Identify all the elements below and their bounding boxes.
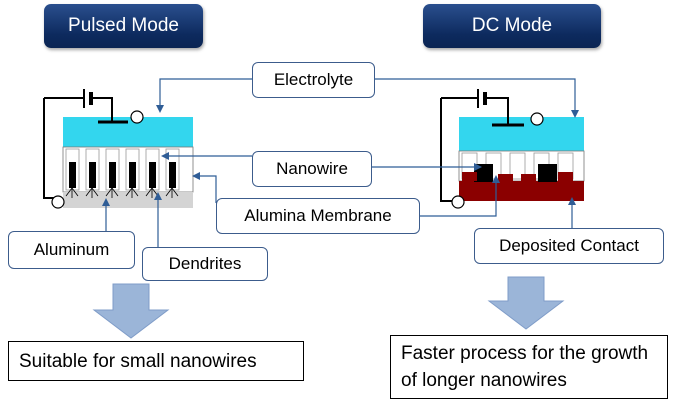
- dc-cell: [440, 89, 585, 209]
- label-nanowire: Nanowire: [252, 151, 372, 187]
- pulsed-electrode-bottom: [51, 195, 65, 209]
- label-aluminum: Aluminum: [8, 231, 135, 269]
- dc-mode-title: DC Mode: [423, 4, 601, 48]
- label-electrolyte: Electrolyte: [252, 62, 375, 98]
- dc-electrode-top: [530, 112, 544, 126]
- dc-contact: [459, 181, 584, 201]
- dc-electrolyte: [459, 117, 584, 151]
- dc-result-box: Faster process for the growth of longer …: [390, 335, 668, 399]
- arrow-electrolyte-left: [156, 78, 252, 113]
- pulsed-result-text: Suitable for small nanowires: [19, 351, 257, 372]
- pulsed-circuit: [43, 89, 128, 199]
- pulsed-down-arrow: [92, 283, 170, 339]
- dc-electrode-bottom: [451, 195, 465, 209]
- pulsed-mode-title: Pulsed Mode: [44, 4, 203, 48]
- pulsed-aluminum: [63, 192, 193, 208]
- label-deposited-contact: Deposited Contact: [474, 228, 664, 264]
- dc-result-line2: of longer nanowires: [401, 370, 567, 391]
- label-alumina-membrane: Alumina Membrane: [216, 198, 420, 234]
- pulsed-electrode-top: [130, 110, 144, 124]
- dc-contact-bumps: [462, 172, 573, 181]
- dc-circuit: [440, 89, 524, 202]
- arrow-alumina-right: [420, 175, 500, 217]
- pulsed-result-box: Suitable for small nanowires: [8, 341, 304, 381]
- label-dendrites: Dendrites: [142, 247, 268, 281]
- pulsed-cell: [43, 89, 194, 209]
- dc-down-arrow: [487, 276, 565, 330]
- arrow-electrolyte-right: [375, 78, 579, 118]
- pulsed-dendrites: [65, 187, 179, 198]
- pulsed-nanowires: [69, 162, 176, 188]
- arrow-alumina-left: [192, 172, 217, 203]
- connector-arrows: [102, 78, 579, 247]
- dc-result-line1: Faster process for the growth: [401, 343, 649, 364]
